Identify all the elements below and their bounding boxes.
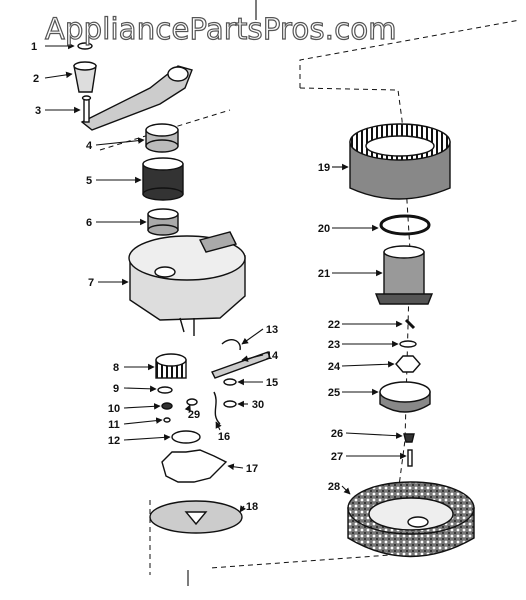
callout-14: 14: [266, 350, 279, 362]
callout-10: 10: [108, 403, 120, 415]
callout-13: 13: [266, 324, 278, 336]
callout-2: 2: [33, 73, 39, 85]
callout-7: 7: [88, 277, 94, 289]
callout-22: 22: [328, 319, 340, 331]
part-27-pin: [407, 449, 413, 467]
part-21-motor: [374, 245, 434, 305]
watermark: AppliancePartsPros.com: [44, 11, 397, 46]
callout-1: 1: [31, 41, 37, 53]
part-11-washer: [163, 417, 171, 423]
callout-21: 21: [318, 268, 330, 280]
callout-12: 12: [108, 435, 120, 447]
part-19-ring-gear: [349, 123, 451, 200]
part-13-clip: [221, 339, 241, 351]
callout-26: 26: [331, 428, 343, 440]
part-22-clip: [404, 318, 416, 330]
part-12-ring: [171, 430, 201, 444]
part-20-o-ring: [379, 214, 431, 236]
part-30-washer: [223, 400, 237, 408]
callout-28: 28: [328, 481, 340, 493]
callout-27: 27: [331, 451, 343, 463]
callout-3: 3: [35, 105, 41, 117]
callout-16: 16: [218, 431, 230, 443]
part-15-washer: [223, 378, 237, 386]
callout-9: 9: [113, 383, 119, 395]
part-8-gear: [155, 353, 187, 379]
crank-arm: [80, 65, 193, 131]
part-10-washer: [161, 402, 173, 410]
callout-6: 6: [86, 217, 92, 229]
callout-8: 8: [113, 362, 119, 374]
part-2-knob: [73, 61, 97, 93]
part-1-washer: [77, 42, 93, 50]
part-26-screw: [403, 433, 415, 443]
callout-4: 4: [86, 140, 93, 152]
callout-18: 18: [246, 501, 258, 513]
part-6-collar: [147, 208, 179, 236]
part-4-hub: [145, 123, 179, 153]
part-29-washer: [186, 398, 198, 406]
callout-20: 20: [318, 223, 330, 235]
callout-24: 24: [328, 361, 341, 373]
callout-30: 30: [252, 399, 264, 411]
part-16-spring: [213, 391, 221, 425]
callout-labels: 1 2 3 4 5 6 7 8 9 10 11 12 13 14 15 16 1…: [31, 41, 343, 513]
part-23-washer: [399, 340, 417, 348]
callout-23: 23: [328, 339, 340, 351]
part-9-washer: [157, 386, 173, 394]
part-5-spring: [142, 157, 184, 201]
part-24-gear: [395, 355, 421, 373]
callout-29: 29: [188, 409, 200, 421]
part-25-cam: [379, 381, 431, 413]
callout-17: 17: [246, 463, 258, 475]
part-7-housing: [128, 231, 246, 336]
callout-11: 11: [108, 419, 120, 431]
callout-15: 15: [266, 377, 278, 389]
part-17-plate: [161, 449, 228, 483]
callout-19: 19: [318, 162, 330, 174]
part-28-base: [347, 481, 475, 558]
callout-25: 25: [328, 387, 340, 399]
dashed-boundary: [99, 19, 521, 575]
callout-5: 5: [86, 175, 92, 187]
part-18-plate: [149, 500, 243, 534]
part-3-pin: [81, 95, 92, 123]
leader-lines: [44, 42, 407, 513]
